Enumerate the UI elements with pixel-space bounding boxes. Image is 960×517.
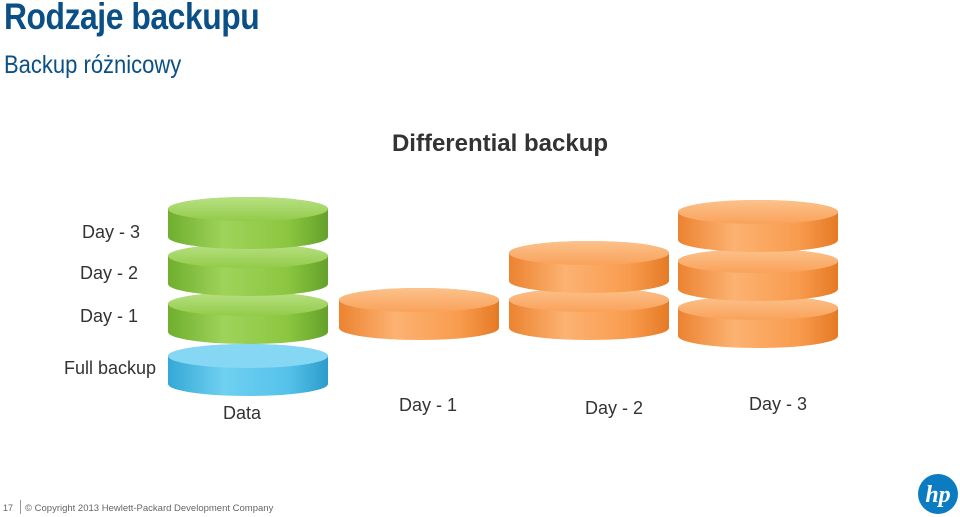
day-3-differential-disk-middle-top — [678, 249, 838, 273]
day-3-backup — [678, 200, 838, 348]
layer-label-full-backup: Full backup — [64, 358, 156, 378]
layer-label-day-1: Day - 1 — [80, 306, 138, 326]
column-label-data: Data — [223, 403, 262, 423]
day-1-disk-top — [168, 292, 328, 316]
day-3-differential-disk-upper-top — [678, 200, 838, 224]
hp-logo-text: hp — [925, 482, 950, 508]
slide-title: Rodzaje backupu — [4, 0, 260, 37]
day-1-differential-disk-top — [339, 288, 499, 312]
data-stack — [168, 197, 328, 396]
slide-subtitle: Backup różnicowy — [4, 51, 182, 79]
column-label-day-1: Day - 1 — [399, 395, 457, 415]
hp-logo: hp — [918, 474, 958, 514]
day-3-disk-top — [168, 197, 328, 221]
slide-number: 17 — [3, 503, 14, 513]
copyright-notice: © Copyright 2013 Hewlett-Packard Develop… — [25, 503, 274, 514]
footer-divider — [20, 500, 21, 514]
day-2-backup — [509, 241, 669, 340]
day-2-differential-disk-lower-top — [509, 288, 669, 312]
layer-label-day-2: Day - 2 — [80, 263, 138, 283]
column-label-day-2: Day - 2 — [585, 398, 643, 418]
full-backup-disk-top — [168, 344, 328, 368]
day-2-disk-top — [168, 244, 328, 268]
column-label-day-3: Day - 3 — [749, 394, 807, 414]
day-2-differential-disk-upper-top — [509, 241, 669, 265]
layer-label-day-3: Day - 3 — [82, 222, 140, 242]
day-1-backup — [339, 288, 499, 340]
day-3-differential-disk-lower-top — [678, 296, 838, 320]
diagram-title: Differential backup — [392, 130, 608, 157]
